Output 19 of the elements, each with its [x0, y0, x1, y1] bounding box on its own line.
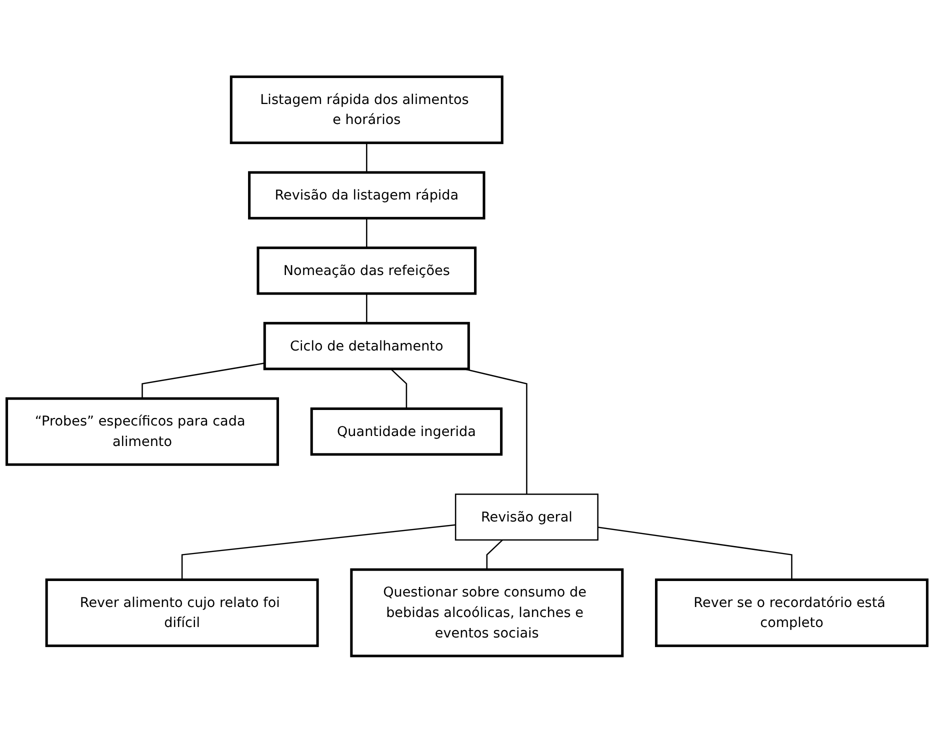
connector: [486, 540, 503, 570]
connector: [366, 218, 368, 248]
connector: [598, 526, 792, 580]
node-box: Rever alimento cujo relato foi difícil: [45, 578, 319, 648]
connector: [390, 368, 408, 409]
node-box: Listagem rápida dos alimentos e horários: [230, 76, 504, 144]
node-box: Revisão da listagem rápida: [248, 171, 486, 220]
connector: [464, 368, 528, 494]
node-box: Ciclo de detalhamento: [263, 322, 470, 370]
node-box: Nomeação das refeições: [256, 246, 477, 295]
node-box: Revisão geral: [454, 494, 598, 541]
node-box: “Probes” específicos para cada alimento: [6, 397, 280, 466]
connector: [181, 524, 456, 580]
node-box: Rever se o recordatório está completo: [654, 578, 928, 648]
node-box: Quantidade ingerida: [310, 408, 503, 456]
node-box: Questionar sobre consumo de bebidas alcoólicas, lanches e eventos sociais: [350, 568, 624, 658]
connector: [366, 294, 368, 324]
connector: [142, 362, 265, 399]
connector: [366, 142, 368, 173]
